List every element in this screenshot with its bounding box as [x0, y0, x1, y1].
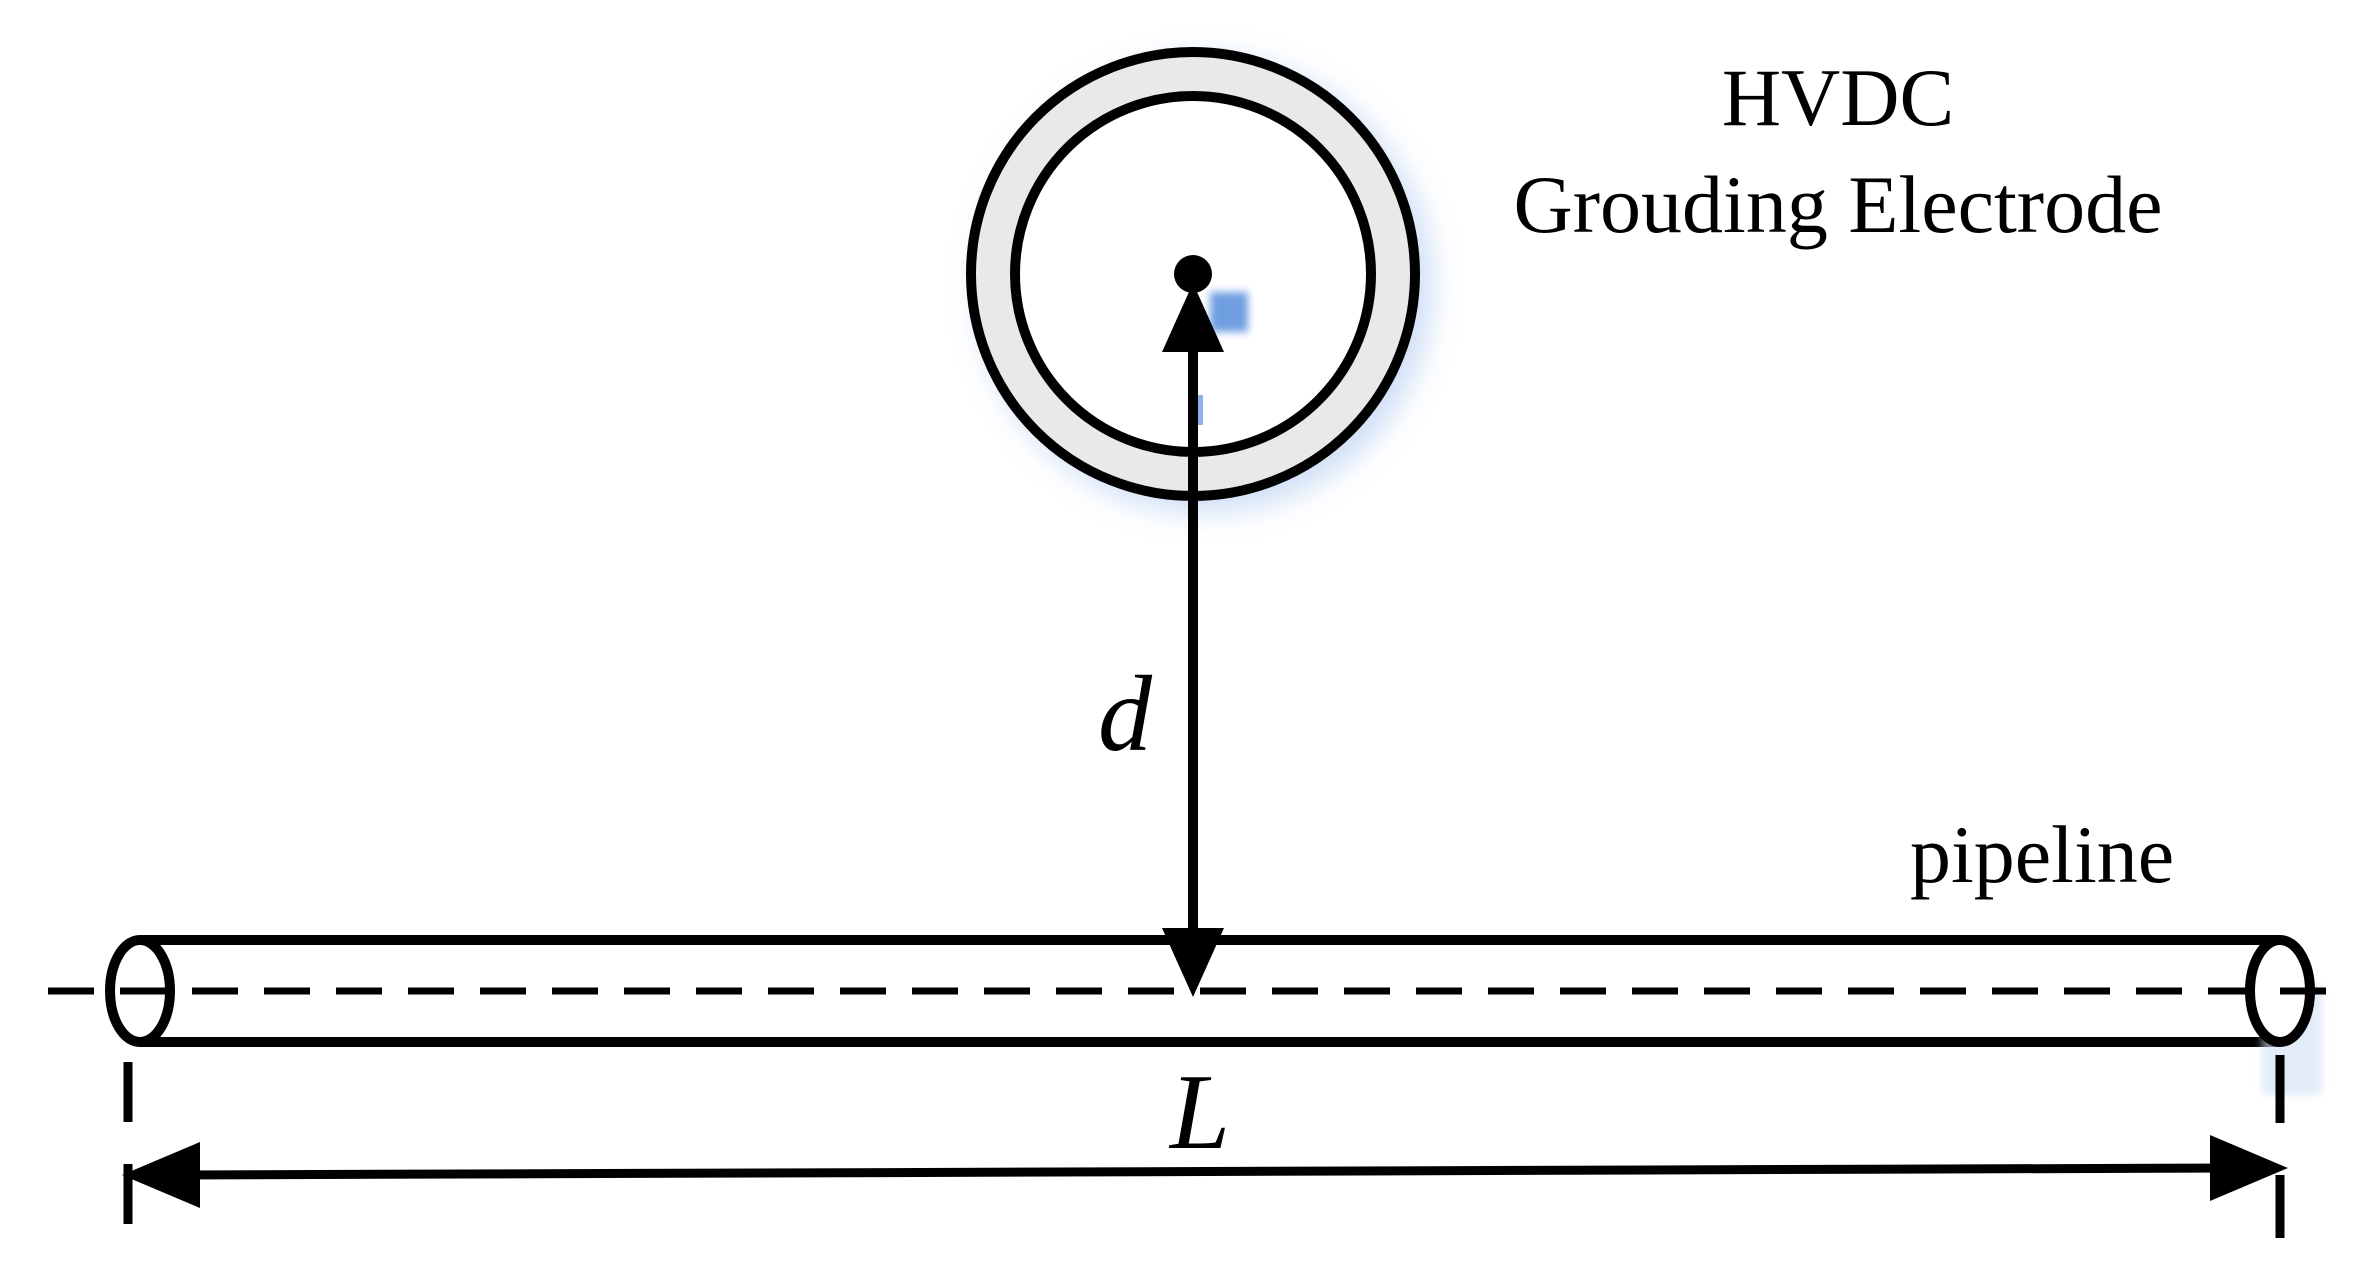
length-label: L	[1168, 1053, 1230, 1172]
distance-arrow-head-bottom	[1162, 928, 1224, 997]
length-dimension	[122, 1055, 2288, 1238]
length-arrow-head-left	[122, 1142, 200, 1208]
electrode-glow-accent-small	[1195, 395, 1203, 425]
electrode-title-line1: HVDC	[1722, 52, 1954, 143]
distance-arrow	[1162, 283, 1224, 997]
distance-label: d	[1098, 655, 1153, 774]
pipeline-label: pipeline	[1910, 809, 2174, 900]
pipeline	[48, 935, 2330, 1095]
length-arrow-shaft	[174, 1163, 2236, 1180]
electrode-glow-accent	[1210, 292, 1248, 332]
electrode-center-point	[1174, 255, 1212, 293]
pipeline-left-end-hidden-edge	[139, 935, 175, 1047]
length-arrow-head-right	[2210, 1135, 2288, 1201]
distance-arrow-head-top	[1162, 283, 1224, 352]
grounding-electrode	[966, 47, 1433, 513]
electrode-title-line2: Grouding Electrode	[1514, 159, 2163, 250]
